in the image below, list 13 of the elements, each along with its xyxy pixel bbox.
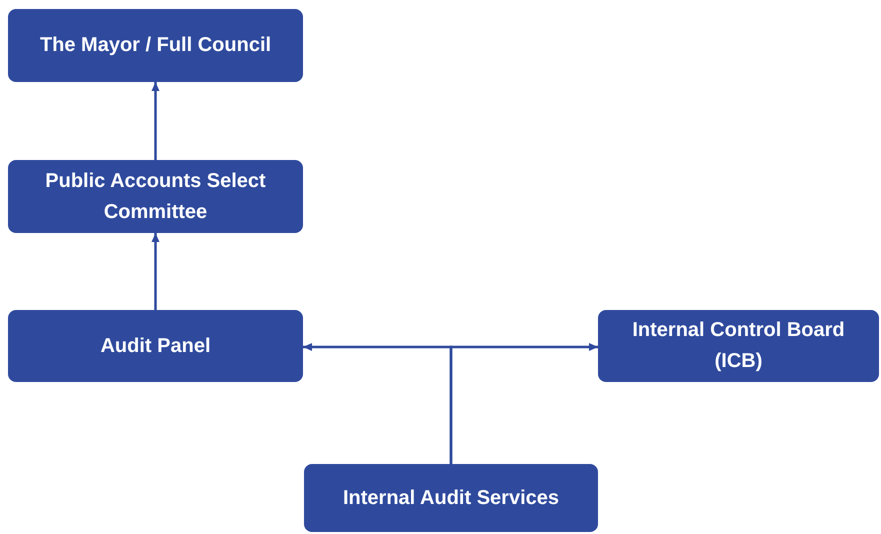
box-label: Internal Audit Services: [343, 486, 559, 510]
process-box: [8, 310, 303, 382]
arrow: [152, 82, 160, 160]
arrow: [152, 233, 160, 310]
process-box: [8, 160, 303, 233]
box-label: Internal Control Board (ICB): [631, 318, 846, 374]
process-box: [8, 9, 303, 82]
box-label: Audit Panel: [100, 334, 210, 358]
box-label: Public Accounts Select Committee: [44, 168, 267, 224]
process-box: [598, 310, 879, 382]
arrow: [450, 343, 598, 464]
box-label: The Mayor / Full Council: [40, 33, 272, 58]
process-box: [304, 464, 598, 532]
